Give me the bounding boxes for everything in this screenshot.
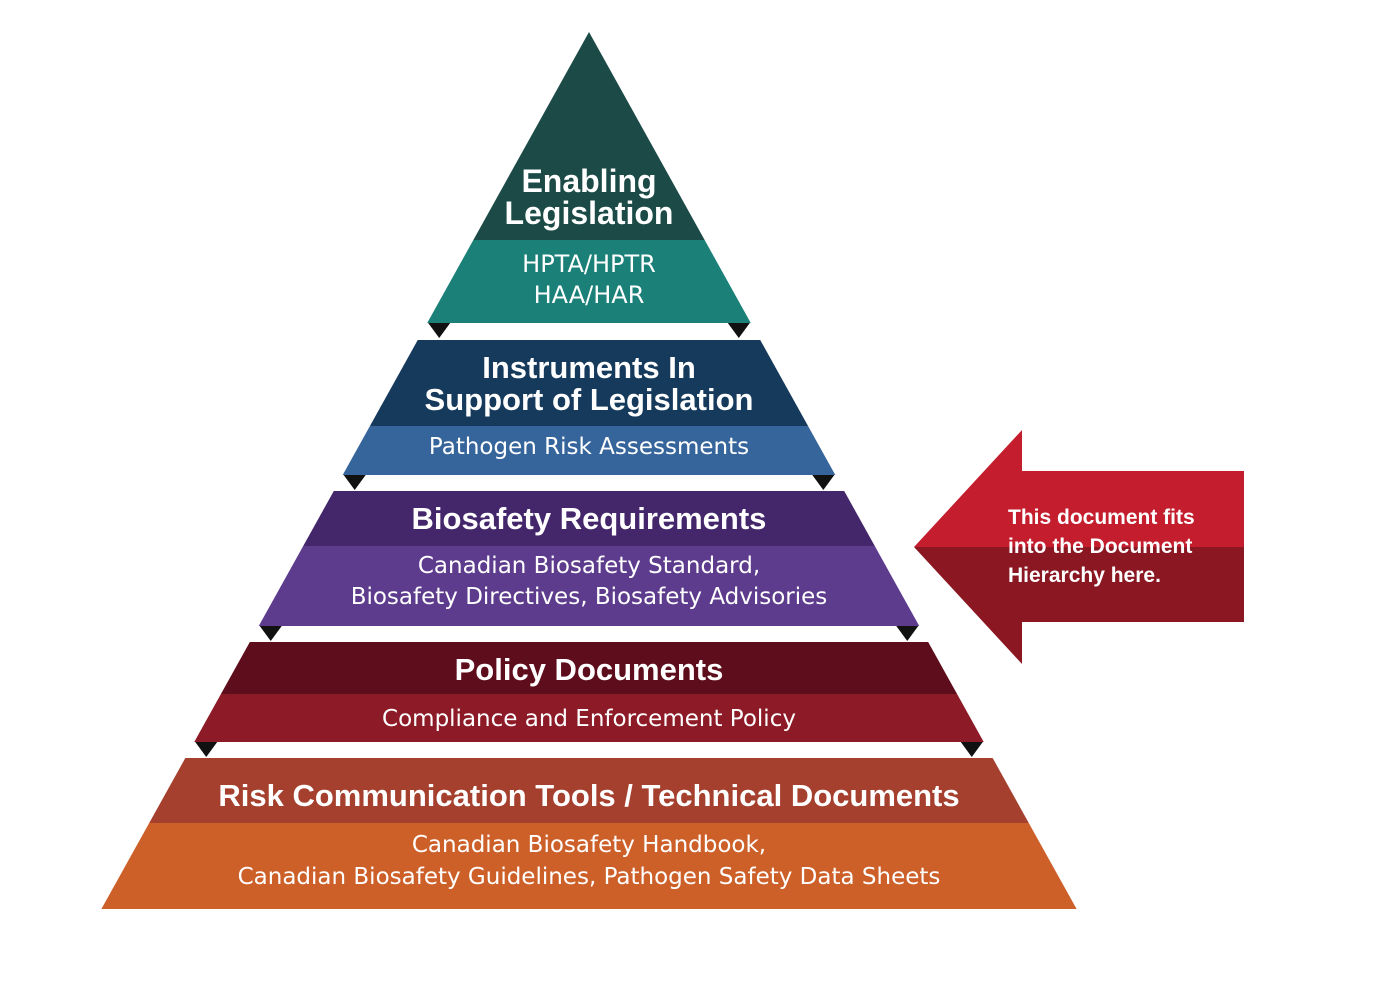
connector-marker [428, 323, 451, 338]
tier-policy-documents-title: Policy Documents [455, 652, 724, 687]
tier-risk-communication-tools: Risk Communication Tools / Technical Doc… [101, 758, 1077, 909]
tier-policy-documents-header [220, 642, 958, 694]
tier-biosafety-requirements: Biosafety Requirements Canadian Biosafet… [258, 491, 920, 626]
tier-enabling-legislation-title-line-2: Legislation [505, 195, 674, 231]
tier-policy-documents-body [194, 694, 984, 742]
tier-biosafety-requirements-sub-line-1: Canadian Biosafety Standard, [418, 553, 760, 579]
connector-marker [727, 323, 750, 338]
tier-risk-communication-sub-line-2: Canadian Biosafety Guidelines, Pathogen … [238, 864, 941, 890]
callout-text-line-1: This document fits [1008, 506, 1195, 529]
tier-biosafety-requirements-body [258, 546, 920, 626]
connector-marker [896, 626, 919, 641]
tier-enabling-legislation-body [427, 240, 751, 323]
tier-instruments-in-support: Instruments In Support of Legislation Pa… [342, 340, 836, 475]
callout-text-line-3: Hierarchy here. [1008, 564, 1161, 587]
callout-arrow-upper [914, 430, 1244, 547]
tier-enabling-legislation-sub-line-2: HAA/HAR [534, 281, 645, 309]
tier-policy-documents-sub-line-1: Compliance and Enforcement Policy [382, 706, 796, 732]
tier-risk-communication-body [101, 823, 1077, 909]
tier-enabling-legislation-title-line-1: Enabling [521, 163, 656, 199]
callout-text-line-2: into the Document [1008, 535, 1192, 558]
tier-instruments-title-line-2: Support of Legislation [425, 382, 754, 417]
tier-biosafety-requirements-title: Biosafety Requirements [412, 501, 767, 536]
tier-risk-communication-sub-line-1: Canadian Biosafety Handbook, [412, 832, 766, 858]
tier-policy-documents: Policy Documents Compliance and Enforcem… [194, 642, 984, 742]
tier-biosafety-requirements-header [303, 491, 875, 546]
connector-marker [195, 742, 218, 757]
tier-enabling-legislation-header [473, 32, 705, 240]
tier-biosafety-requirements-sub-line-2: Biosafety Directives, Biosafety Advisori… [351, 584, 828, 610]
tier-risk-communication-title: Risk Communication Tools / Technical Doc… [218, 778, 959, 813]
tier-instruments-header [369, 340, 809, 426]
connector-marker [343, 475, 366, 490]
pyramid: Enabling Legislation HPTA/HPTR HAA/HAR I… [101, 32, 1077, 909]
tier-enabling-legislation-sub-line-1: HPTA/HPTR [522, 250, 656, 278]
tier-enabling-legislation: Enabling Legislation HPTA/HPTR HAA/HAR [427, 32, 751, 323]
connector-marker [259, 626, 282, 641]
tier-risk-communication-header [149, 758, 1029, 823]
tier-instruments-body [342, 426, 836, 475]
tier-instruments-title-line-1: Instruments In [482, 350, 696, 385]
callout-arrow-lower [914, 547, 1244, 664]
connector-marker [960, 742, 983, 757]
tier-instruments-sub-line-1: Pathogen Risk Assessments [429, 434, 749, 460]
tier-connectors [195, 323, 983, 757]
callout-arrow: This document fits into the Document Hie… [914, 430, 1244, 664]
connector-marker [812, 475, 835, 490]
